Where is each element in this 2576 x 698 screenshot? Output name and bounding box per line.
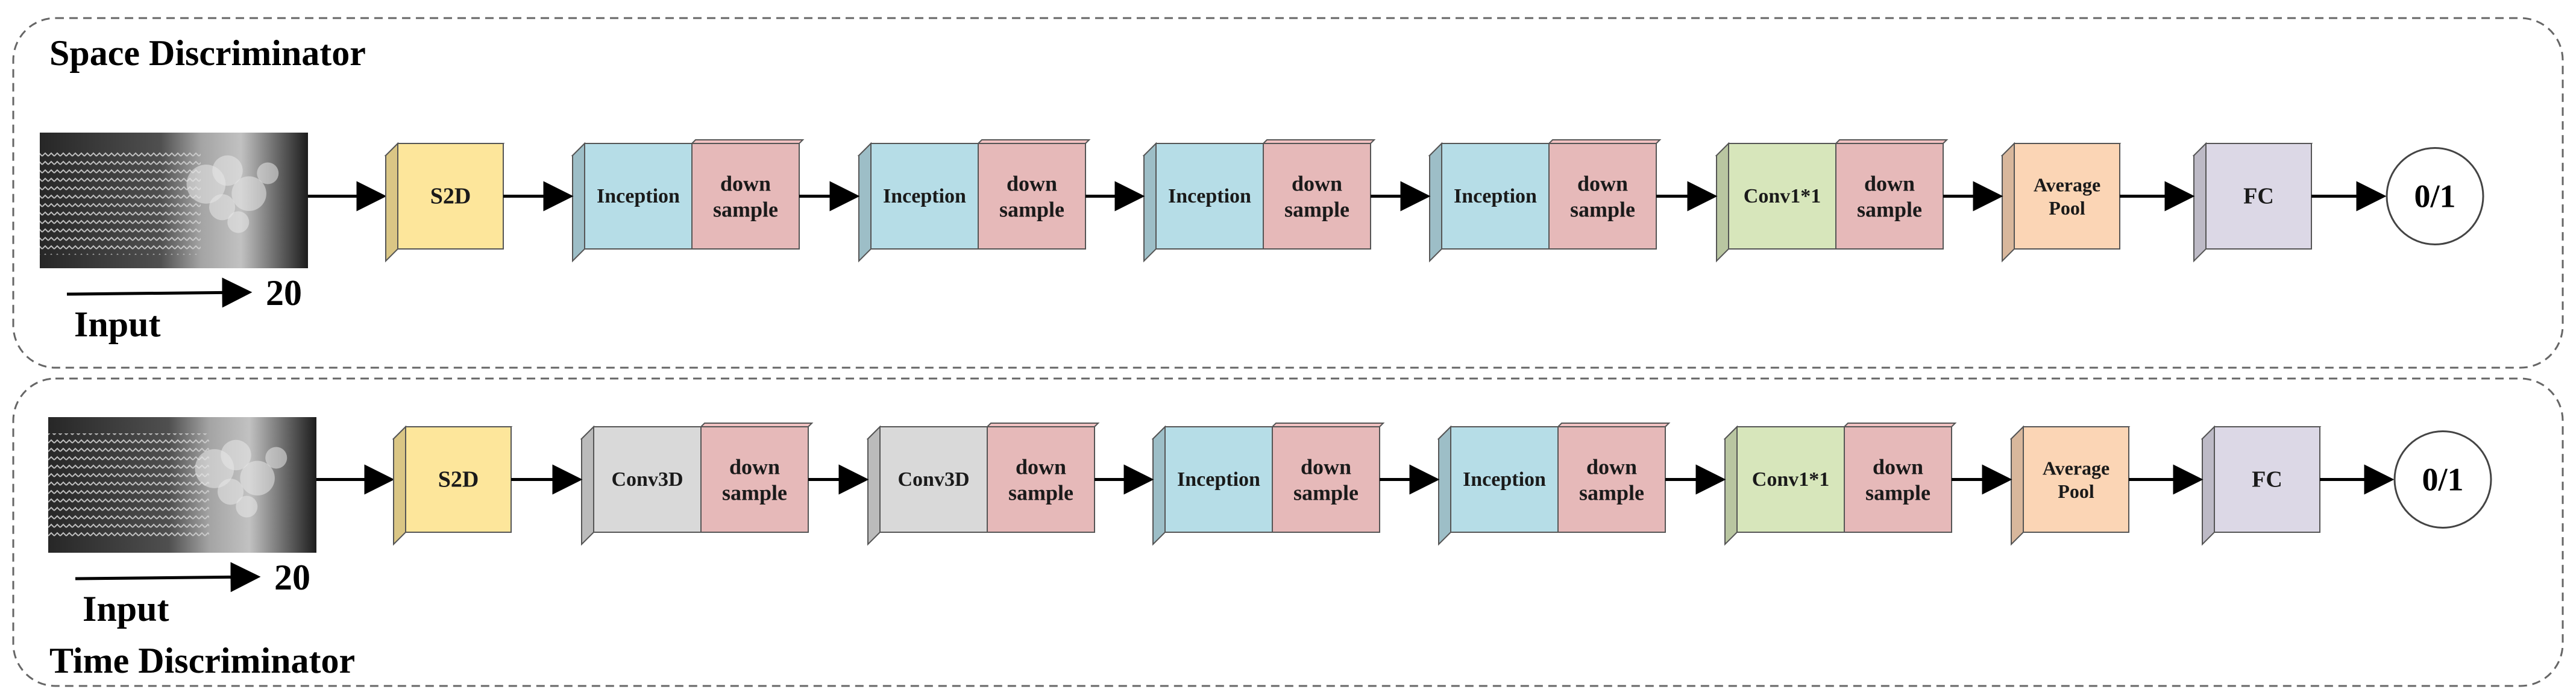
layer-label: Conv3D bbox=[897, 468, 969, 491]
input-count: 20 bbox=[274, 558, 310, 597]
layer-label: Conv1*1 bbox=[1744, 185, 1821, 207]
layer-label: FC bbox=[2252, 467, 2282, 492]
input-image bbox=[48, 417, 316, 553]
layer-label: Inception bbox=[1463, 468, 1546, 491]
layer-down-sample bbox=[1261, 139, 1376, 250]
input-count: 20 bbox=[266, 273, 302, 313]
layer-inception bbox=[571, 142, 694, 263]
layer-label: Inception bbox=[1454, 185, 1537, 207]
panel-title: Space Discriminator bbox=[49, 33, 366, 73]
layer-fc bbox=[2192, 142, 2313, 263]
layer-label: S2D bbox=[438, 467, 479, 492]
layer-average-pool bbox=[2009, 425, 2131, 546]
layer-average-pool bbox=[2000, 142, 2122, 263]
layer-down-sample bbox=[985, 423, 1100, 533]
layer-fc bbox=[2201, 425, 2322, 546]
layer-conv3d bbox=[580, 425, 703, 546]
layer-label: FC bbox=[2243, 184, 2274, 209]
layer-label: Inception bbox=[883, 185, 966, 207]
layer-conv1-1 bbox=[1715, 142, 1838, 263]
layer-down-sample bbox=[1547, 139, 1662, 250]
input-image bbox=[40, 133, 308, 268]
layer-down-sample bbox=[1842, 423, 1957, 533]
input-label: Input bbox=[74, 304, 160, 344]
layer-inception bbox=[1437, 425, 1560, 546]
output-label: 0/1 bbox=[2414, 178, 2455, 215]
output-node: 0/1 bbox=[2393, 430, 2492, 529]
layer-down-sample bbox=[1556, 423, 1671, 533]
layer-s2d bbox=[384, 142, 505, 263]
layer-label: Inception bbox=[1168, 185, 1251, 207]
layer-label: Inception bbox=[1177, 468, 1260, 491]
layer-label: Conv3D bbox=[611, 468, 683, 491]
layer-down-sample bbox=[690, 139, 805, 250]
layer-conv3d bbox=[866, 425, 989, 546]
layer-down-sample bbox=[976, 139, 1091, 250]
input-sequence-arrow bbox=[75, 562, 261, 593]
layer-inception bbox=[1428, 142, 1551, 263]
layer-s2d bbox=[392, 425, 513, 546]
layer-label: Inception bbox=[597, 185, 680, 207]
layer-inception bbox=[1151, 425, 1274, 546]
layer-label: S2D bbox=[430, 184, 471, 209]
layer-inception bbox=[1142, 142, 1265, 263]
layer-down-sample bbox=[1834, 139, 1949, 250]
output-node: 0/1 bbox=[2386, 147, 2484, 245]
layer-inception bbox=[857, 142, 980, 263]
panel-title: Time Discriminator bbox=[49, 641, 355, 681]
input-sequence-arrow bbox=[66, 277, 253, 308]
input-label: Input bbox=[83, 589, 169, 629]
layer-down-sample bbox=[1271, 423, 1385, 533]
output-label: 0/1 bbox=[2422, 462, 2463, 498]
layer-label: Conv1*1 bbox=[1752, 468, 1829, 491]
layer-conv1-1 bbox=[1723, 425, 1846, 546]
